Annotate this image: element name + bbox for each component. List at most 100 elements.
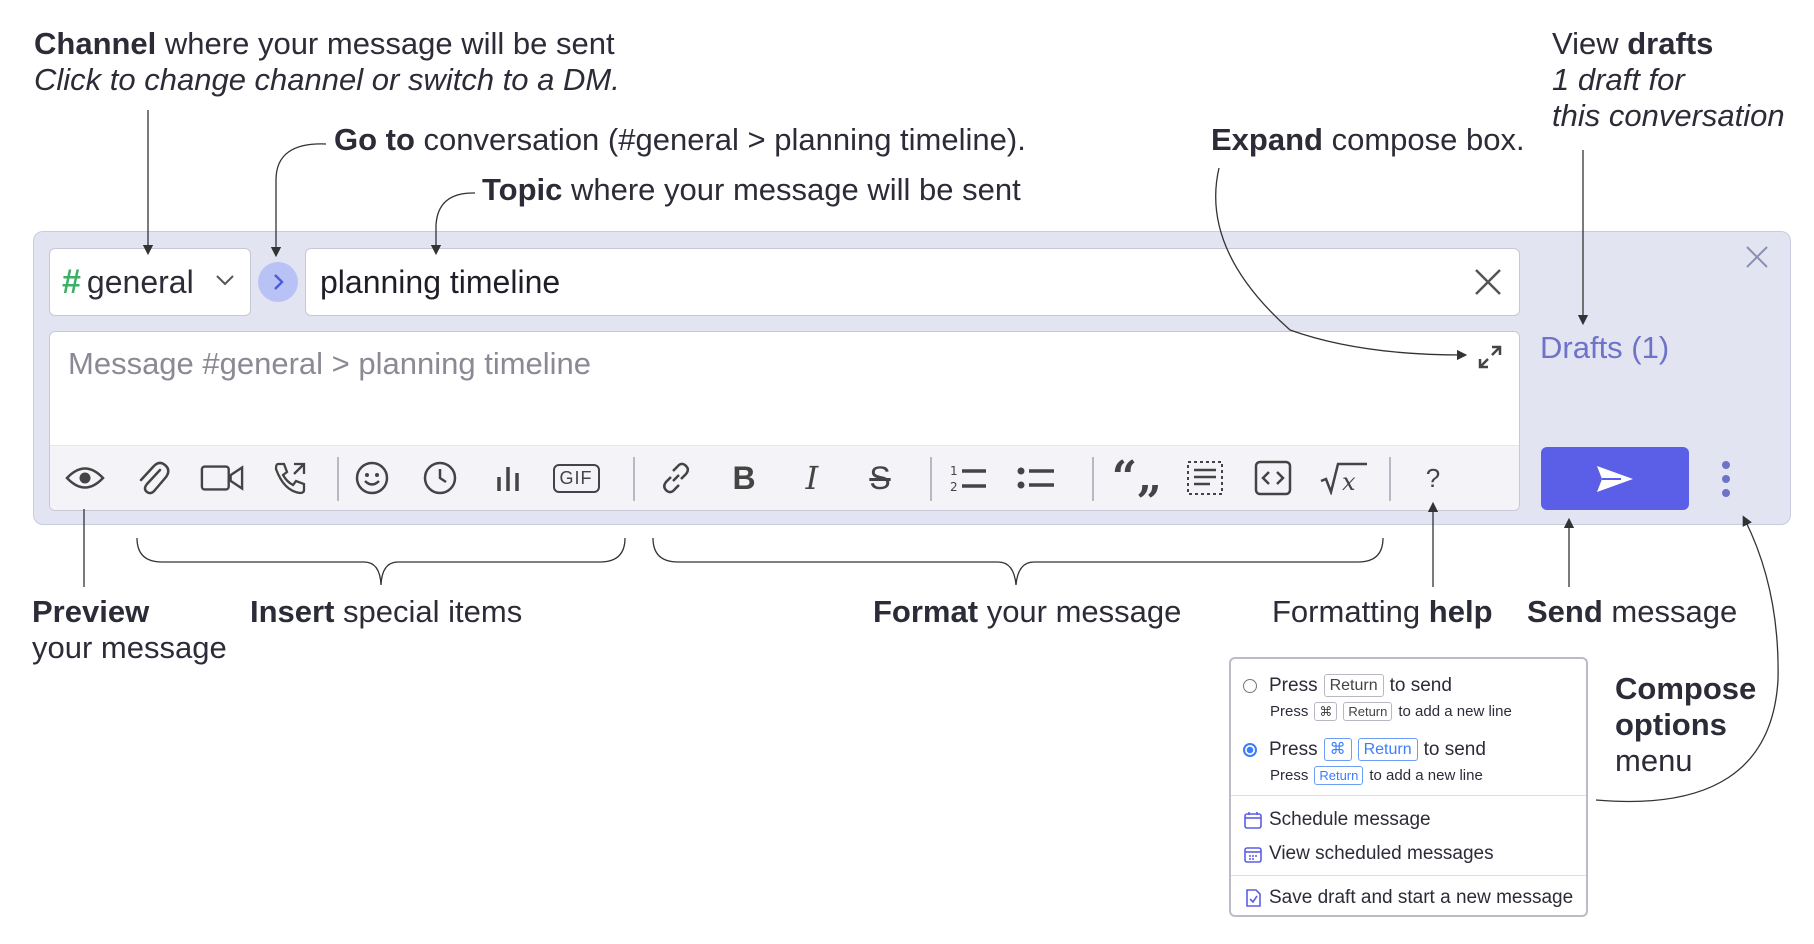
clock-icon[interactable] <box>418 458 462 498</box>
menu-text: Press <box>1269 738 1318 760</box>
calendar-icon <box>1244 812 1262 829</box>
expand-annotation-bold: Expand <box>1211 122 1323 157</box>
draft-icon <box>1246 889 1261 907</box>
menu-divider <box>1231 875 1586 876</box>
compose-annotation-line2: options <box>1615 707 1727 742</box>
vertical-dots-icon <box>1722 461 1730 497</box>
goto-annotation: Go to conversation (#general > planning … <box>334 122 1026 158</box>
preview-annotation: Preview <box>32 594 149 630</box>
cmd-enter-sends-option[interactable]: Press ⌘ Return to send <box>1243 738 1486 761</box>
spoiler-icon[interactable] <box>1183 458 1227 498</box>
topic-value: planning timeline <box>320 263 561 300</box>
radio-off-icon[interactable] <box>1243 678 1257 693</box>
menu-text: Save draft and start a new message <box>1269 887 1574 908</box>
svg-text:2: 2 <box>950 480 958 494</box>
compose-options-button[interactable] <box>1716 457 1736 501</box>
poll-icon[interactable] <box>486 458 530 498</box>
drafts-annotation: View drafts <box>1552 26 1713 62</box>
drafts-link[interactable]: Drafts (1) <box>1540 330 1670 365</box>
format-annotation: Format your message <box>873 594 1181 630</box>
goto-annotation-bold: Go to <box>334 122 415 157</box>
message-input[interactable]: Message #general > planning timeline <box>49 331 1520 511</box>
send-annotation: Send message <box>1527 594 1737 630</box>
toolbar-separator <box>337 457 339 501</box>
math-icon[interactable]: x <box>1319 458 1369 498</box>
drafts-annotation-bold: drafts <box>1627 26 1714 61</box>
preview-annotation-bold: Preview <box>32 594 150 629</box>
key-badge: Return <box>1357 738 1418 761</box>
drafts-annotation-line2: 1 draft for <box>1552 62 1685 97</box>
menu-text: View scheduled messages <box>1269 843 1494 864</box>
gif-icon[interactable]: GIF <box>550 458 602 498</box>
drafts-annotation-line3: this conversation <box>1552 98 1785 133</box>
paperclip-icon[interactable] <box>131 458 175 498</box>
view-scheduled-item[interactable]: View scheduled messages <box>1243 843 1494 865</box>
drafts-annotation-pre: View <box>1552 26 1628 61</box>
cmd-enter-sends-sub: Press Return to add a new line <box>1270 766 1483 785</box>
insert-annotation-text: special items <box>334 594 523 629</box>
eye-icon[interactable] <box>63 458 107 498</box>
compose-annotation-line1: Compose <box>1615 671 1757 706</box>
clear-topic-icon[interactable] <box>1473 267 1503 302</box>
toolbar-separator <box>930 457 932 501</box>
link-icon[interactable] <box>654 458 698 498</box>
calendar-grid-icon <box>1244 847 1262 863</box>
channel-name: general <box>86 263 194 300</box>
menu-text: to add a new line <box>1369 767 1483 784</box>
insert-annotation-bold: Insert <box>250 594 335 629</box>
save-draft-item[interactable]: Save draft and start a new message <box>1243 887 1573 909</box>
help-icon[interactable]: ? <box>1411 458 1455 498</box>
topic-annotation-bold: Topic <box>482 172 563 207</box>
expand-icon[interactable] <box>1477 344 1503 375</box>
channel-annotation-text: where your message will be sent <box>156 26 615 61</box>
help-annotation: Formatting help <box>1272 594 1493 630</box>
channel-selector[interactable]: # general <box>49 248 251 316</box>
enter-sends-option[interactable]: Press Return to send <box>1243 674 1452 697</box>
goto-annotation-text: conversation (#general > planning timeli… <box>414 122 1026 157</box>
send-annotation-bold: Send <box>1527 594 1603 629</box>
menu-text: to send <box>1389 674 1452 696</box>
gif-label: GIF <box>552 463 600 493</box>
key-badge: ⌘ <box>1314 702 1338 721</box>
toolbar-separator <box>1389 457 1391 501</box>
help-label: ? <box>1425 462 1441 493</box>
enter-sends-sub: Press ⌘ Return to add a new line <box>1270 702 1512 721</box>
close-compose-icon[interactable] <box>1745 245 1769 274</box>
menu-text: to add a new line <box>1398 703 1512 720</box>
svg-text:x: x <box>1342 468 1356 495</box>
italic-icon[interactable]: I <box>805 459 819 497</box>
menu-text: Schedule message <box>1269 809 1431 830</box>
bold-icon[interactable]: B <box>732 459 756 496</box>
format-annotation-bold: Format <box>873 594 979 629</box>
send-button[interactable] <box>1541 447 1689 510</box>
topic-annotation-text: where your message will be sent <box>562 172 1021 207</box>
bullet-list-icon[interactable] <box>1014 458 1058 498</box>
message-placeholder: Message #general > planning timeline <box>68 346 592 381</box>
topic-input[interactable]: planning timeline <box>305 248 1520 316</box>
schedule-message-item[interactable]: Schedule message <box>1243 809 1431 831</box>
svg-text:1: 1 <box>950 464 958 478</box>
smile-icon[interactable] <box>350 458 394 498</box>
preview-annotation-line2: your message <box>32 630 227 665</box>
menu-text: Press <box>1270 703 1309 720</box>
channel-annotation-hint: Click to change channel or switch to a D… <box>34 62 620 97</box>
strikethrough-icon[interactable]: S <box>869 459 891 496</box>
phone-icon[interactable] <box>268 458 312 498</box>
chevron-down-icon <box>214 273 236 292</box>
compose-annotation-line3: menu <box>1615 743 1693 778</box>
code-icon[interactable] <box>1251 458 1295 498</box>
channel-hash-icon: # <box>62 262 81 301</box>
video-camera-icon[interactable] <box>200 458 244 498</box>
quote-icon[interactable]: “„ <box>1111 452 1163 503</box>
insert-annotation: Insert special items <box>250 594 522 630</box>
format-annotation-text: your message <box>978 594 1182 629</box>
go-to-conversation-button[interactable] <box>258 262 298 302</box>
topic-annotation: Topic where your message will be sent <box>482 172 1021 208</box>
channel-annotation: Channel where your message will be sent <box>34 26 615 62</box>
menu-text: Press <box>1270 767 1309 784</box>
key-badge: Return <box>1314 766 1364 785</box>
radio-on-icon[interactable] <box>1243 742 1257 757</box>
help-annotation-bold: help <box>1428 594 1493 629</box>
